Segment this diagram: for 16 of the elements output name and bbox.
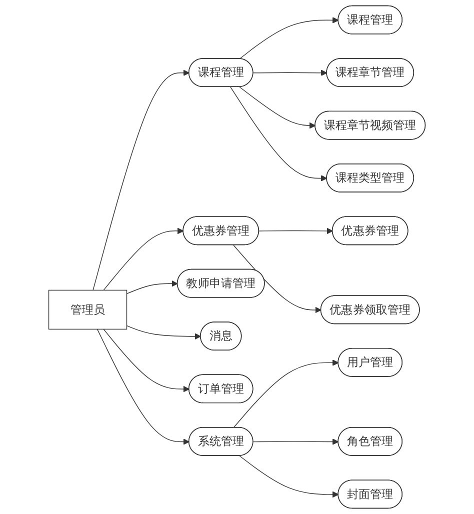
arrow (103, 328, 190, 392)
arrow (103, 228, 184, 291)
arrow (126, 280, 178, 294)
arrow (258, 228, 333, 234)
arrow (126, 325, 202, 340)
node-box: 管理员 (48, 290, 128, 330)
arrow (239, 456, 339, 498)
arrow (239, 17, 339, 60)
arrow (96, 328, 190, 445)
arrow (233, 360, 339, 428)
arrow (252, 438, 339, 445)
arrow (230, 86, 328, 182)
arrow (233, 244, 322, 314)
arrow (239, 86, 316, 129)
arrow (252, 70, 328, 76)
arrow (92, 70, 190, 291)
